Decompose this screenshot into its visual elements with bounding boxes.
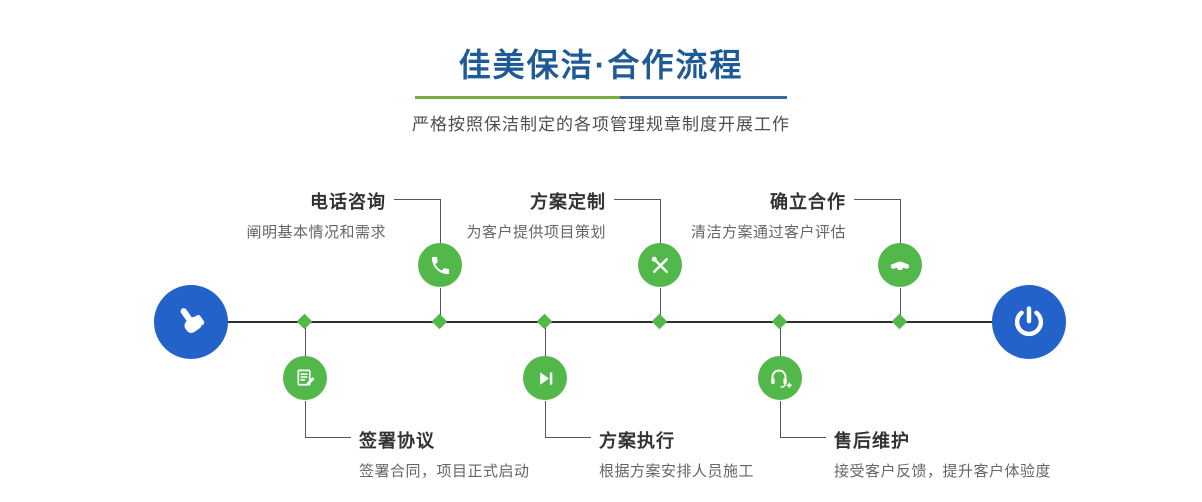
power-icon	[1014, 306, 1044, 337]
connector-line	[305, 401, 306, 437]
diamond-marker	[771, 313, 788, 330]
step-text: 确立合作 清洁方案通过客户评估	[691, 188, 846, 242]
connector-line	[900, 199, 901, 243]
connector-line	[545, 437, 591, 438]
timeline-start-node	[154, 285, 228, 359]
document-pen-icon	[296, 368, 315, 386]
step-text: 电话咨询 阐明基本情况和需求	[246, 188, 386, 242]
title-divider	[415, 96, 787, 99]
connector-line	[660, 199, 661, 243]
step-desc: 为客户提供项目策划	[466, 224, 606, 241]
step-node	[638, 243, 682, 287]
diamond-marker	[651, 313, 668, 330]
step-desc: 接受客户反馈，提升客户体验度	[834, 463, 1052, 480]
connector-line	[780, 401, 781, 437]
phone-icon	[431, 256, 449, 274]
step-desc: 阐明基本情况和需求	[246, 224, 386, 241]
divider-blue-segment	[619, 96, 787, 99]
pointing-hand-icon	[180, 308, 205, 333]
diamond-marker	[536, 313, 553, 330]
step-text: 售后维护 接受客户反馈，提升客户体验度	[834, 427, 1051, 481]
pencil-wrench-icon	[651, 256, 668, 273]
connector-line	[394, 199, 440, 200]
step-title: 确立合作	[770, 192, 846, 212]
play-next-icon	[539, 371, 552, 385]
page-subtitle: 严格按照保洁制定的各项管理规章制度开展工作	[412, 115, 790, 134]
connector-line	[545, 401, 546, 437]
timeline-end-node	[992, 285, 1066, 359]
step-title: 方案定制	[530, 192, 606, 212]
step-desc: 签署合同，项目正式启动	[359, 463, 530, 480]
step-desc: 根据方案安排人员施工	[599, 463, 755, 480]
connector-line	[614, 199, 660, 200]
step-node	[283, 356, 327, 400]
diamond-marker	[891, 313, 908, 330]
page-title: 佳美保洁·合作流程	[458, 47, 744, 83]
step-node	[758, 356, 802, 400]
step-title: 签署协议	[359, 431, 435, 451]
step-title: 售后维护	[834, 431, 910, 451]
connector-line	[440, 288, 441, 316]
connector-line	[780, 328, 781, 356]
divider-green-segment	[415, 96, 620, 99]
step-text: 方案执行 根据方案安排人员施工	[599, 427, 754, 481]
connector-line	[440, 199, 441, 243]
step-node	[523, 356, 567, 400]
step-text: 方案定制 为客户提供项目策划	[466, 188, 606, 242]
connector-line	[305, 328, 306, 356]
timeline-line	[191, 321, 1029, 323]
connector-line	[780, 437, 826, 438]
step-node	[878, 243, 922, 287]
step-text: 签署协议 签署合同，项目正式启动	[359, 427, 530, 481]
step-title: 方案执行	[599, 431, 675, 451]
step-title: 电话咨询	[310, 192, 386, 212]
diamond-marker	[431, 313, 448, 330]
handshake-icon	[890, 261, 910, 270]
step-desc: 清洁方案通过客户评估	[690, 224, 846, 241]
step-node	[418, 243, 462, 287]
connector-line	[900, 288, 901, 316]
connector-line	[854, 199, 900, 200]
connector-line	[660, 288, 661, 316]
connector-line	[545, 328, 546, 356]
headset-plus-icon	[771, 369, 792, 389]
diamond-marker	[296, 313, 313, 330]
connector-line	[305, 437, 351, 438]
